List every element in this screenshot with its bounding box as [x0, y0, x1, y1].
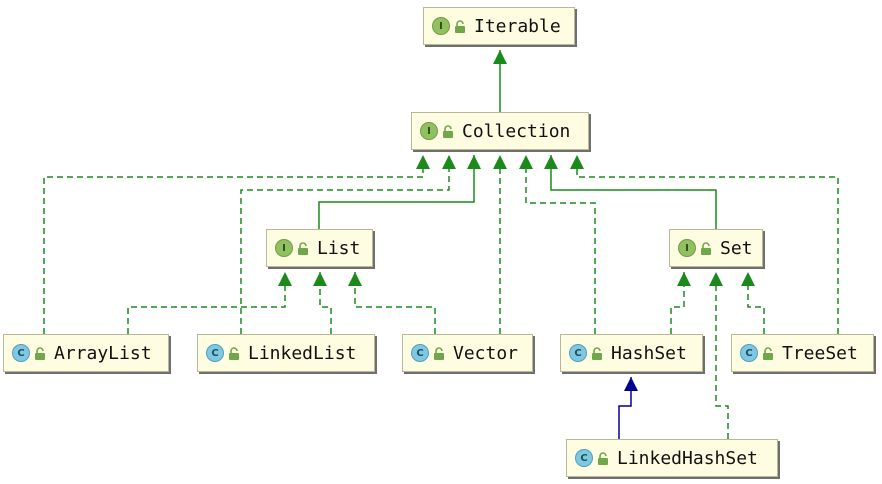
- node-list[interactable]: I List: [266, 229, 373, 267]
- edge-linkedhashset-to-set: [709, 272, 729, 439]
- node-linkedlist[interactable]: C LinkedList: [197, 334, 375, 372]
- node-label: TreeSet: [782, 342, 858, 364]
- public-lock-icon: [597, 451, 609, 465]
- public-lock-icon: [433, 346, 445, 360]
- node-set[interactable]: I Set: [669, 229, 763, 267]
- node-label: Collection: [462, 120, 571, 142]
- node-linkedhashset[interactable]: C LinkedHashSet: [566, 439, 778, 477]
- node-vector[interactable]: C Vector: [402, 334, 533, 372]
- public-lock-icon: [762, 346, 774, 360]
- edge-linkedlist-to-collection: [240, 155, 456, 334]
- interface-badge-icon: I: [432, 17, 450, 35]
- node-label: List: [317, 237, 361, 259]
- node-treeset[interactable]: C TreeSet: [731, 334, 874, 372]
- edge-treeset-to-set: [741, 272, 765, 334]
- public-lock-icon: [454, 19, 466, 33]
- edge-vector-to-list: [348, 272, 436, 334]
- class-badge-icon: C: [740, 344, 758, 362]
- node-arraylist[interactable]: C ArrayList: [3, 334, 169, 372]
- public-lock-icon: [442, 124, 454, 138]
- public-lock-icon: [591, 346, 603, 360]
- public-lock-icon: [700, 241, 712, 255]
- interface-badge-icon: I: [420, 122, 438, 140]
- interface-badge-icon: I: [275, 239, 293, 257]
- class-badge-icon: C: [575, 449, 593, 467]
- edge-linkedlist-to-list: [313, 272, 332, 334]
- node-collection[interactable]: I Collection: [411, 112, 589, 150]
- node-label: ArrayList: [54, 342, 152, 364]
- node-iterable[interactable]: I Iterable: [423, 7, 575, 45]
- class-badge-icon: C: [12, 344, 30, 362]
- edge-set-to-collection: [544, 155, 717, 229]
- edge-linkedhashset-to-hashset: [618, 377, 638, 439]
- edge-arraylist-to-list: [127, 272, 292, 334]
- edge-hashset-to-collection: [519, 155, 596, 334]
- public-lock-icon: [34, 346, 46, 360]
- edge-hashset-to-set: [670, 272, 691, 334]
- node-label: Iterable: [474, 15, 561, 37]
- public-lock-icon: [297, 241, 309, 255]
- node-label: LinkedHashSet: [617, 447, 758, 469]
- node-label: Vector: [453, 342, 519, 364]
- node-label: Set: [720, 237, 753, 259]
- node-hashset[interactable]: C HashSet: [560, 334, 703, 372]
- edge-list-to-collection: [318, 155, 481, 229]
- public-lock-icon: [228, 346, 240, 360]
- class-badge-icon: C: [569, 344, 587, 362]
- node-label: LinkedList: [248, 342, 357, 364]
- node-label: HashSet: [611, 342, 687, 364]
- interface-badge-icon: I: [678, 239, 696, 257]
- class-badge-icon: C: [206, 344, 224, 362]
- class-badge-icon: C: [411, 344, 429, 362]
